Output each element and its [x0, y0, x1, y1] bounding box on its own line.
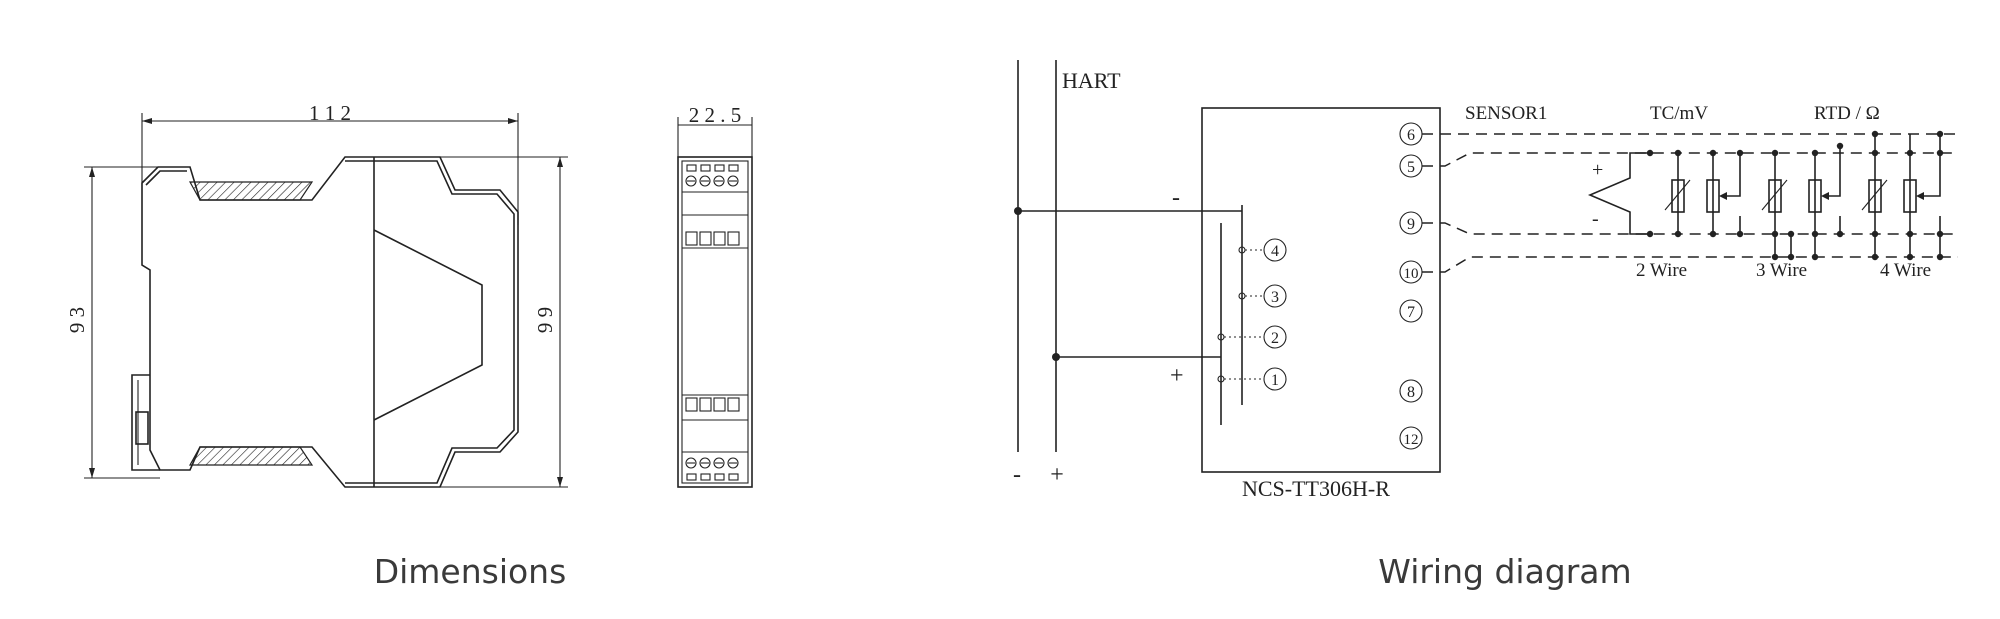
thermocouple-symbol: + -: [1587, 149, 1654, 238]
sensor-terminal-circle: [1399, 426, 1423, 450]
input-terminal-label: 3: [1271, 289, 1279, 306]
sensor-terminal-label: 10: [1404, 266, 1419, 282]
wire-minus-label: -: [1172, 185, 1180, 211]
dimensions-caption: Dimensions: [373, 552, 567, 591]
wiring-diagram: HART - + - + NCS-TT306H-R 4 3 2 1: [1013, 60, 1958, 501]
tc-label: TC/mV: [1650, 103, 1708, 124]
wire-plus-label: +: [1170, 363, 1184, 389]
arrowhead: [89, 468, 95, 478]
sensor-terminal-label: 12: [1404, 432, 1419, 448]
top-connector-hatch: [188, 181, 314, 201]
sensor-terminal-label: 5: [1407, 159, 1415, 176]
input-terminal-label: 1: [1271, 372, 1279, 389]
rtd-2-wire-symbol: 2 Wire: [1636, 149, 1744, 281]
sensor-label: SENSOR1: [1465, 103, 1547, 124]
front-bottom-terminals: [685, 397, 740, 481]
front-view-drawing: 2 2 . 5: [677, 103, 753, 488]
input-terminal-label: 2: [1271, 330, 1279, 347]
arrowhead: [142, 118, 152, 124]
input-terminal-circle: [1263, 238, 1287, 262]
input-terminal-circle: [1263, 284, 1287, 308]
face-plate-chevron: [373, 229, 483, 421]
arrowhead: [557, 477, 563, 487]
wiring-diagram-caption: Wiring diagram: [1378, 552, 1632, 591]
input-terminal-label: 4: [1271, 243, 1279, 260]
sensor-terminal-label: 6: [1407, 127, 1415, 144]
front-top-terminals: [685, 164, 740, 246]
input-terminal-circle: [1263, 367, 1287, 391]
sensor-terminal-label: 7: [1407, 304, 1415, 321]
housing-outline: [141, 156, 519, 488]
side-height-dimension-label: 9 3: [65, 307, 89, 333]
front-width-dimension-label: 2 2 . 5: [689, 103, 742, 127]
bottom-connector-hatch: [188, 446, 314, 466]
sensor-terminal-circle: [1399, 299, 1423, 323]
din-clip-slot: [135, 411, 149, 445]
four-wire-label: 4 Wire: [1880, 260, 1931, 281]
loop-minus-label: -: [1013, 462, 1021, 488]
tc-minus-label: -: [1592, 208, 1599, 230]
sensor-terminal-label: 8: [1407, 384, 1415, 401]
front-housing: [677, 156, 753, 488]
hart-label: HART: [1062, 68, 1121, 93]
housing-inner-edge-right: [345, 160, 515, 484]
side-view-drawing: 1 1 2 9 3 9 9: [65, 101, 568, 488]
din-clip: [131, 374, 160, 471]
two-wire-label: 2 Wire: [1636, 260, 1687, 281]
overall-height-dimension-label: 9 9: [533, 307, 557, 333]
sensor-line-terminal-10: [1422, 256, 1958, 273]
device-box: [1201, 107, 1441, 473]
arrowhead: [557, 157, 563, 167]
front-housing-inner: [681, 160, 749, 484]
device-model-label: NCS-TT306H-R: [1242, 476, 1390, 501]
tc-plus-label: +: [1592, 159, 1603, 181]
rtd-label: RTD / Ω: [1814, 103, 1880, 124]
input-terminal-circle: [1263, 325, 1287, 349]
loop-plus-label: +: [1050, 462, 1064, 488]
arrowhead: [89, 167, 95, 177]
sensor-terminal-circle: [1399, 379, 1423, 403]
width-dimension-label: 1 1 2: [309, 101, 351, 125]
rtd-4-wire-symbol: 4 Wire: [1861, 130, 1944, 281]
sensor-terminal-label: 9: [1407, 216, 1415, 233]
rtd-3-wire-symbol: 3 Wire: [1756, 142, 1844, 281]
three-wire-label: 3 Wire: [1756, 260, 1807, 281]
sensor-line-terminal-5: [1422, 152, 1958, 167]
housing-inner-edge: [145, 170, 187, 186]
arrowhead: [508, 118, 518, 124]
